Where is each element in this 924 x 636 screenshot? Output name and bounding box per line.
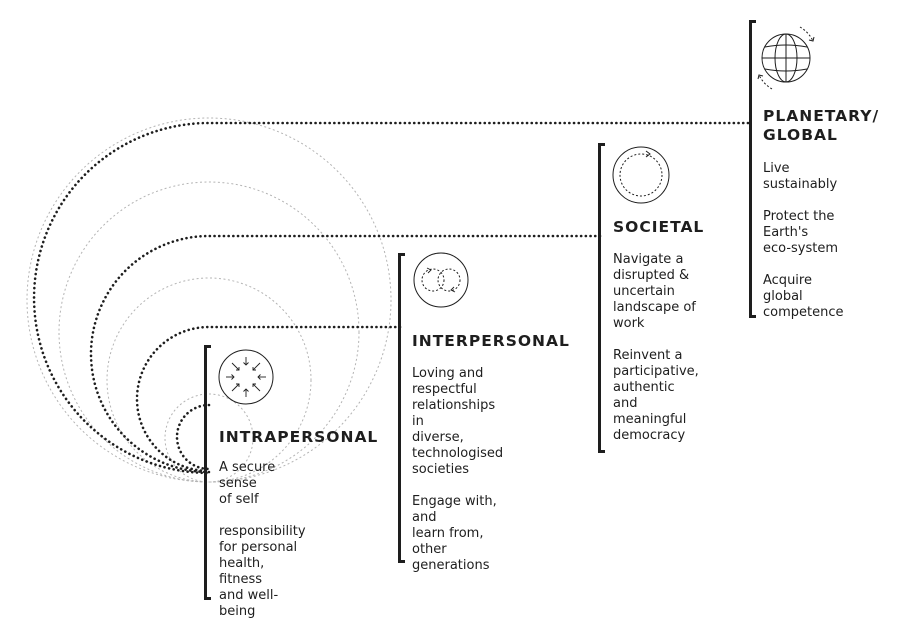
items-planetary: Live sustainably Protect the Earth's eco… [763,161,844,337]
inward-arrows-icon [218,349,274,405]
item-planetary-2: Protect the Earth's eco-system [763,209,839,256]
faint-ring-4 [26,117,392,483]
globe-icon [757,26,815,90]
bracket-societal [598,143,605,453]
diagram-canvas [26,26,815,483]
connector-interpersonal [135,325,402,473]
items-interpersonal: Loving and respectful relationships in d… [412,366,503,590]
title-interpersonal: INTERPERSONAL [412,332,570,350]
item-societal-1: Navigate a disrupted & uncertain landsca… [613,252,696,331]
item-interpersonal-2: Engage with, and learn from, other gener… [412,494,497,573]
item-interpersonal-1: Loving and respectful relationships in d… [412,366,504,477]
faint-rings [26,117,392,483]
item-planetary-1: Live sustainably [763,161,838,192]
title-societal: SOCIETAL [613,218,705,236]
connector-arcs [32,121,750,475]
faint-ring-2 [106,277,312,483]
bracket-intrapersonal [204,345,211,600]
items-intrapersonal: A secure sense of self responsibility fo… [219,460,306,636]
items-societal: Navigate a disrupted & uncertain landsca… [613,252,699,460]
title-planetary: PLANETARY/ GLOBAL [763,107,880,144]
overlapping-circles-icon [413,252,469,308]
item-intrapersonal-1: A secure sense of self [219,460,276,507]
bracket-interpersonal [398,253,405,563]
item-planetary-3: Acquire global competence [763,273,844,320]
cycle-circle-icon [612,146,670,204]
connector-planetary [32,121,750,475]
connector-societal [89,234,602,474]
item-societal-2: Reinvent a participative, authentic and … [613,348,699,443]
title-intrapersonal: INTRAPERSONAL [219,428,379,446]
item-intrapersonal-2: responsibility for personal health, fitn… [219,524,306,619]
faint-ring-3 [58,181,360,483]
connector-intrapersonal [175,403,211,471]
bracket-planetary [749,20,756,318]
